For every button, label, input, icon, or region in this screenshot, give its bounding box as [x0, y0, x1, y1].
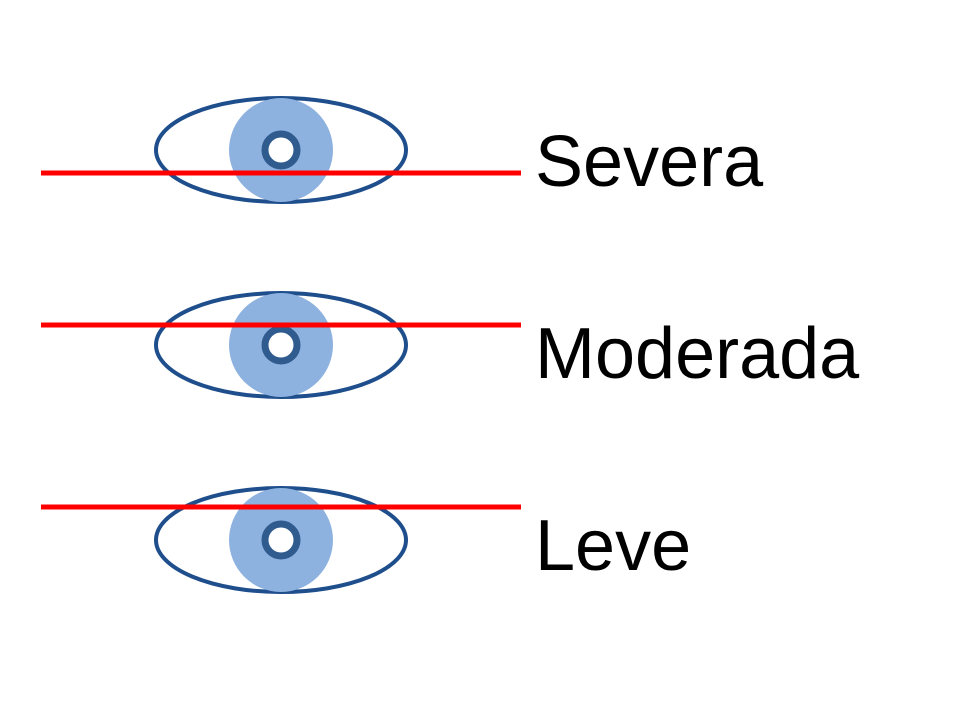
row-severa: Severa — [0, 80, 960, 220]
label-leve: Leve — [535, 506, 692, 586]
eye-figure-moderada — [41, 291, 521, 399]
pupil — [261, 520, 301, 560]
label-severa: Severa — [535, 122, 764, 202]
label-moderada: Moderada — [535, 314, 860, 394]
eye-figure-severa — [41, 96, 521, 204]
row-leve: Leve — [0, 470, 960, 610]
row-moderada: Moderada — [0, 275, 960, 415]
pupil — [261, 325, 301, 365]
eye-figure-leve — [41, 486, 521, 594]
pupil — [261, 130, 301, 170]
